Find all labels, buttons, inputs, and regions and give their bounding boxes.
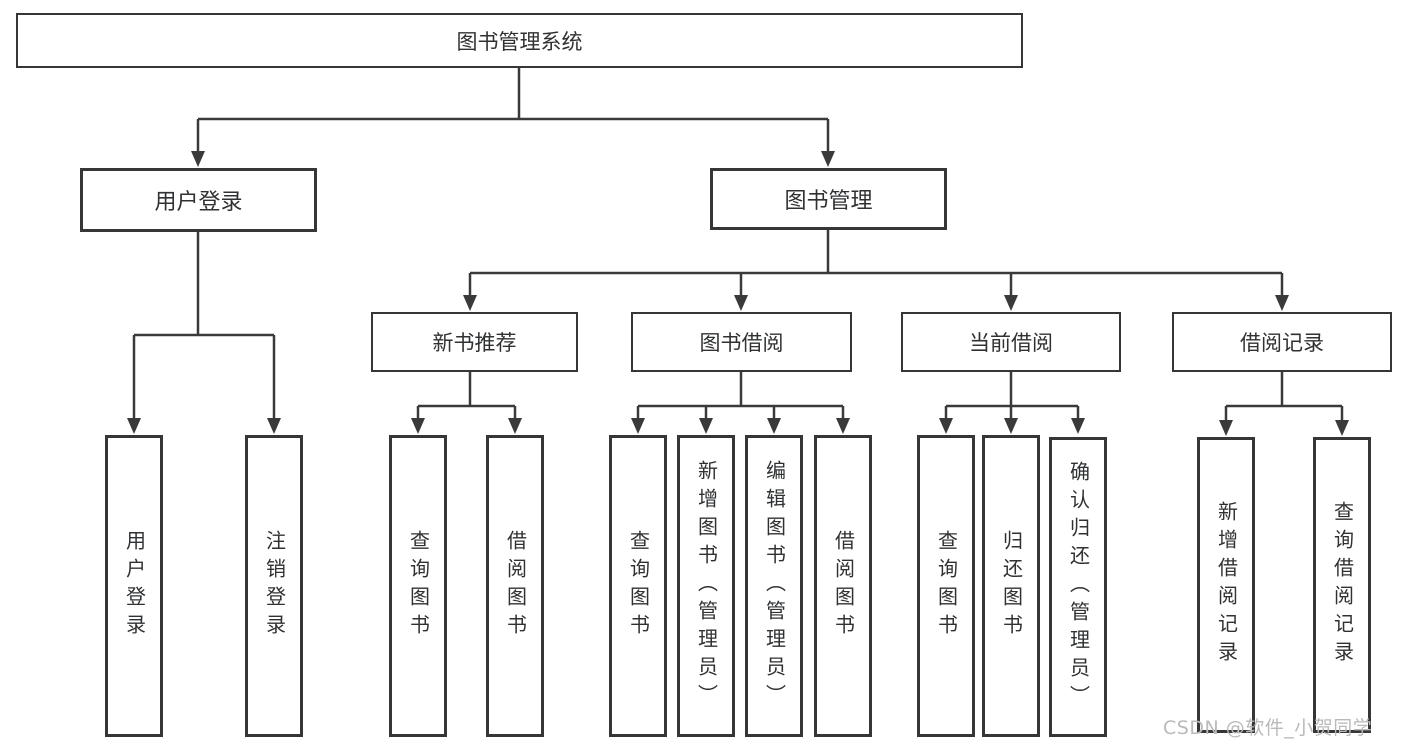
node-label: 注销登录 — [262, 530, 287, 642]
node-label: 查询借阅记录 — [1330, 501, 1355, 669]
node-label: 借阅记录 — [1240, 331, 1324, 355]
node-label: 新增借阅记录 — [1214, 501, 1239, 669]
node-label: 查询图书 — [626, 530, 651, 642]
node-current-borrow: 当前借阅 — [901, 312, 1121, 372]
csdn-watermark: CSDN @软件_小贺同学 — [1163, 717, 1373, 739]
node-label: 新书推荐 — [432, 331, 517, 355]
leaf-search-books: 查询图书 — [917, 435, 975, 737]
node-label: 用户登录 — [154, 190, 243, 215]
node-label: 借阅图书 — [503, 530, 528, 642]
node-user-login: 用户登录 — [80, 168, 317, 232]
leaf-user-login: 用户登录 — [105, 435, 163, 737]
connector-segments — [127, 68, 1349, 436]
node-label: 归还图书 — [999, 530, 1024, 642]
node-new-book-recommend: 新书推荐 — [371, 312, 578, 372]
leaf-borrow-book: 借阅图书 — [814, 435, 872, 737]
leaf-add-book-admin: 新增图书（管理员） — [677, 435, 735, 737]
leaf-search-books: 查询图书 — [609, 435, 667, 737]
leaf-return-book: 归还图书 — [982, 435, 1040, 737]
leaf-logout: 注销登录 — [245, 435, 303, 737]
node-label: 借阅图书 — [831, 530, 856, 642]
leaf-borrow-book: 借阅图书 — [486, 435, 544, 737]
node-label: 图书管理 — [784, 189, 873, 214]
node-borrow-records: 借阅记录 — [1172, 312, 1392, 372]
node-label: 图书借阅 — [699, 331, 784, 355]
node-book-management: 图书管理 — [710, 168, 947, 230]
node-label: 用户登录 — [122, 530, 147, 642]
leaf-edit-book-admin: 编辑图书（管理员） — [745, 435, 803, 737]
node-label: 查询图书 — [934, 530, 959, 642]
node-label: 当前借阅 — [969, 331, 1053, 355]
leaf-search-books: 查询图书 — [389, 435, 447, 737]
node-library-system: 图书管理系统 — [16, 13, 1023, 68]
node-label: 确认归还（管理员） — [1066, 461, 1091, 713]
leaf-search-borrow-record: 查询借阅记录 — [1313, 437, 1371, 733]
node-label: 编辑图书（管理员） — [762, 460, 787, 712]
node-label: 图书管理系统 — [456, 29, 583, 54]
node-book-borrow: 图书借阅 — [631, 312, 852, 372]
node-label: 新增图书（管理员） — [694, 460, 719, 712]
leaf-confirm-return-admin: 确认归还（管理员） — [1049, 437, 1107, 737]
leaf-add-borrow-record: 新增借阅记录 — [1197, 437, 1255, 733]
node-label: 查询图书 — [406, 530, 431, 642]
